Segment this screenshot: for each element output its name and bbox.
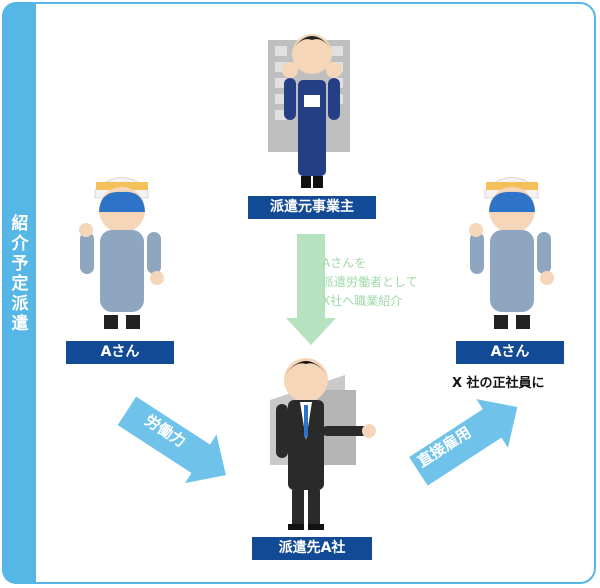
right-worker-icon	[469, 177, 554, 329]
left-worker-icon	[79, 177, 164, 329]
left-worker-label: Aさん	[66, 341, 174, 364]
sidebar-title: 紹介予定派遣	[11, 214, 29, 334]
referral-note: Aさんを 派遣労働者として X社へ職業紹介	[322, 254, 418, 311]
referral-arrow	[286, 234, 336, 345]
right-worker-label: Aさん	[456, 341, 564, 364]
labor-arrow	[117, 396, 226, 484]
origin-staff-person-icon	[282, 34, 342, 188]
destination-label: 派遣先A社	[252, 537, 372, 560]
right-status-caption: X 社の正社員に	[452, 376, 545, 391]
origin-label: 派遣元事業主	[248, 196, 376, 219]
hire-arrow	[409, 399, 518, 486]
sidebar-bar: 紹介予定派遣	[2, 2, 36, 584]
referral-note-line-2: 派遣労働者として	[322, 275, 418, 289]
referral-note-line-3: X社へ職業紹介	[322, 294, 403, 308]
referral-note-line-1: Aさんを	[322, 256, 367, 270]
destination-employer-icon	[276, 358, 376, 530]
